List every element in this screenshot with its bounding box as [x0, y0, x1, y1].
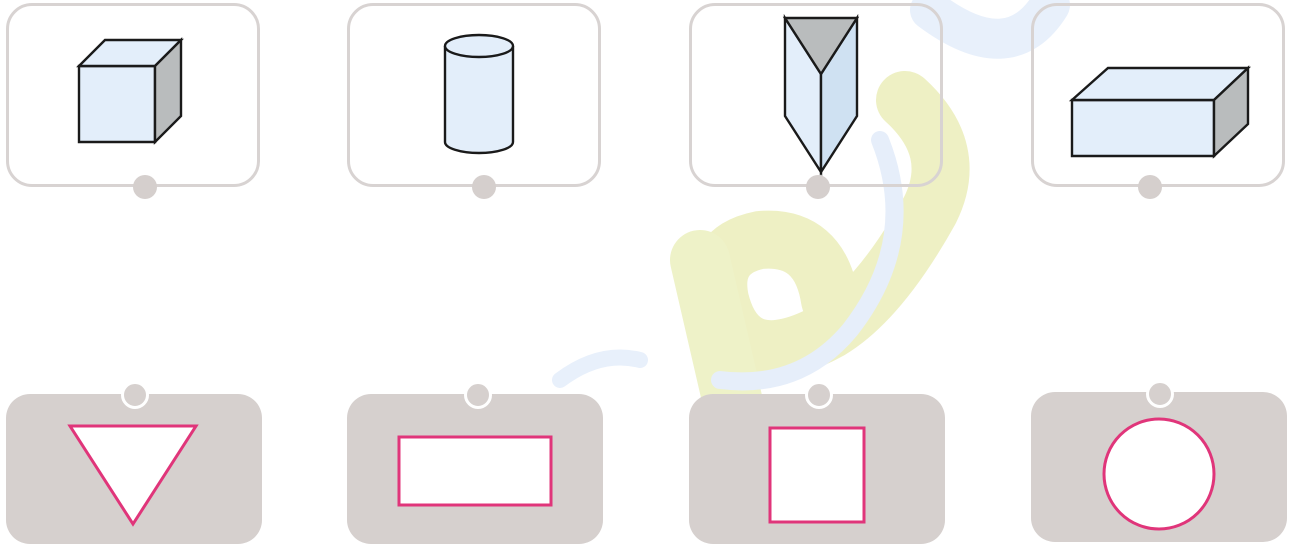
face-card-triangle — [6, 394, 262, 544]
connector-dot[interactable] — [805, 381, 833, 409]
cube-icon — [76, 37, 184, 145]
connector-dot[interactable] — [121, 381, 149, 409]
connector-dot[interactable] — [806, 175, 830, 199]
solid-card-rectangular-prism — [1031, 3, 1285, 187]
connector-dot[interactable] — [133, 175, 157, 199]
triangle-icon — [67, 424, 199, 527]
connector-dot[interactable] — [472, 175, 496, 199]
solid-card-cylinder — [347, 3, 601, 187]
connector-dot[interactable] — [1138, 175, 1162, 199]
triangular-prism-icon — [782, 13, 860, 177]
circle-icon — [1102, 417, 1216, 531]
solid-card-triangular-prism — [689, 3, 943, 187]
face-card-square — [689, 394, 945, 544]
connector-dot[interactable] — [1146, 380, 1174, 408]
solid-card-cube — [6, 3, 260, 187]
face-card-circle — [1031, 392, 1287, 542]
face-card-rectangle — [347, 394, 603, 544]
rectangle-icon — [397, 435, 553, 507]
rectangular-prism-icon — [1068, 65, 1252, 159]
cylinder-icon — [443, 33, 515, 155]
square-icon — [768, 426, 866, 524]
connector-dot[interactable] — [464, 381, 492, 409]
